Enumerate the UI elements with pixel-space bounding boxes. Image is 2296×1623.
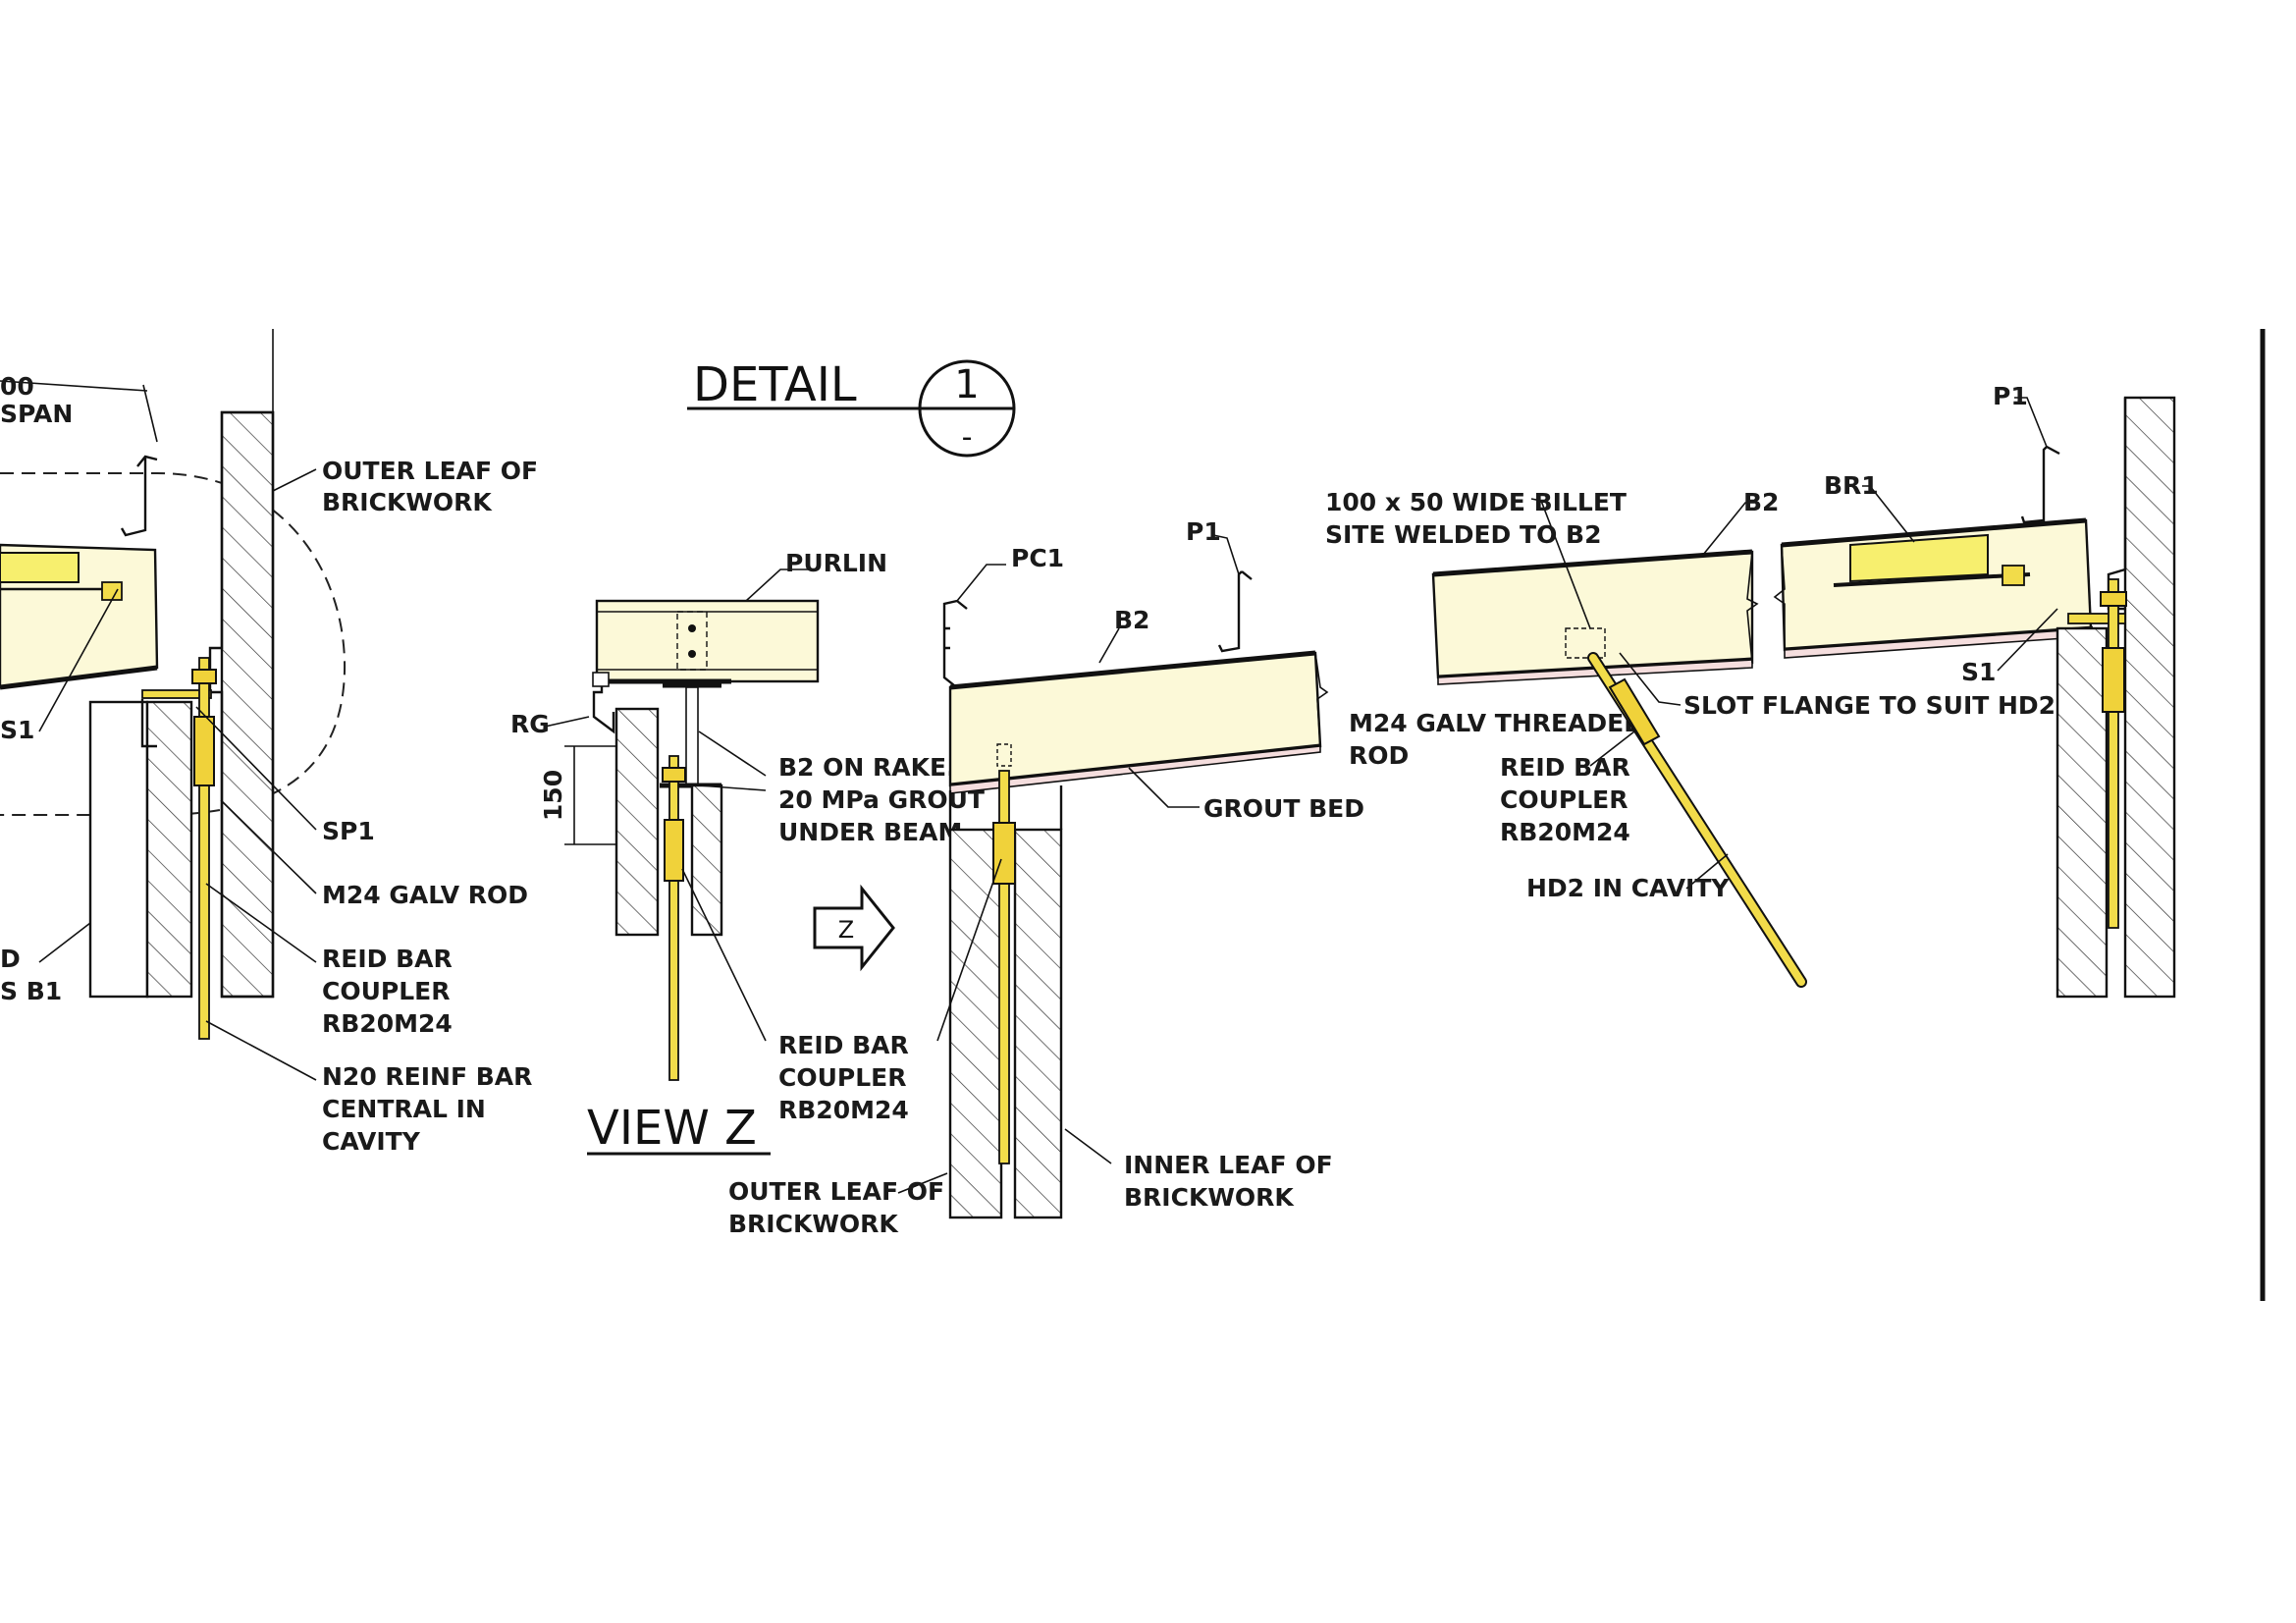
right-p1-label: P1: [1993, 382, 2028, 410]
coupler-label-3: RB20M24: [322, 1009, 453, 1038]
br1-label: BR1: [1824, 471, 1879, 500]
view-z-arrow: [813, 884, 895, 972]
d-label: D: [0, 945, 21, 973]
outer-leaf-label-1: OUTER LEAF OF: [322, 457, 538, 485]
slot-flange-label: SLOT FLANGE TO SUIT HD2: [1683, 691, 2056, 720]
viewz-coupler-label-1: REID BAR: [778, 1031, 909, 1059]
p1-label: P1: [1186, 517, 1221, 546]
viewz-coupler-label-2: COUPLER: [778, 1063, 906, 1092]
right-section-detail: 100 x 50 WIDE BILLET SITE WELDED TO B2 B…: [1325, 382, 2176, 999]
b2-rake-label-1: B2 ON RAKE.: [778, 753, 956, 782]
pc1-label: PC1: [1011, 544, 1064, 572]
right-coupler-label-2: COUPLER: [1500, 785, 1628, 814]
s1-label: S1: [0, 716, 34, 744]
viewz-coupler-label-3: RB20M24: [778, 1096, 909, 1124]
reinf-label-3: CAVITY: [322, 1127, 421, 1156]
right-coupler-label-3: RB20M24: [1500, 818, 1630, 846]
threaded-rod-label-2: ROD: [1349, 741, 1409, 770]
right-coupler-label-1: REID BAR: [1500, 753, 1630, 782]
sb1-label: S B1: [0, 977, 62, 1005]
middle-section-detail: PC1 P1 B2 GROUT BED M24 GALV THREADED RO…: [728, 517, 1644, 1238]
billet-label-1: 100 x 50 WIDE BILLET: [1325, 488, 1627, 516]
b2-label: B2: [1114, 606, 1149, 634]
view-z-title: VIEW Z: [587, 1101, 757, 1156]
inner-leaf-label-2: BRICKWORK: [1124, 1183, 1295, 1212]
view-z-arrow-letter: Z: [838, 916, 854, 944]
left-partial-detail: 00 SPAN OUTER LEAF OF BRICKWORK S1 SP1 M…: [0, 329, 538, 1156]
threaded-rod-label-1: M24 GALV THREADED: [1349, 709, 1644, 737]
b2-rake-label-3: UNDER BEAM: [778, 818, 962, 846]
grout-bed-label: GROUT BED: [1203, 794, 1364, 823]
detail-title-block: DETAIL 1 -: [687, 357, 1016, 458]
detail-title: DETAIL: [693, 357, 857, 412]
hd2-label: HD2 IN CAVITY: [1526, 874, 1730, 902]
billet-label-2: SITE WELDED TO B2: [1325, 520, 1601, 549]
detail-number: 1: [954, 362, 979, 407]
sp1-label: SP1: [322, 817, 375, 845]
outer-leaf-label-2: BRICKWORK: [322, 488, 493, 516]
purlin-label: PURLIN: [785, 549, 887, 577]
span-label: SPAN: [0, 400, 73, 428]
coupler-label-1: REID BAR: [322, 945, 453, 973]
inner-leaf-label-1: INNER LEAF OF: [1124, 1151, 1333, 1179]
right-b2-label: B2: [1743, 488, 1779, 516]
reinf-label-1: N20 REINF BAR: [322, 1062, 532, 1091]
dim-text: 00: [0, 372, 34, 401]
dim-150: 150: [539, 770, 567, 821]
coupler-label-2: COUPLER: [322, 977, 450, 1005]
detail-sheet: -: [962, 420, 973, 455]
view-z-detail: 150 PURLIN RG B2 ON RAKE. 20 MPa GROUT U…: [510, 549, 985, 1156]
rg-label: RG: [510, 710, 550, 738]
reinf-label-2: CENTRAL IN: [322, 1095, 486, 1123]
outer-leaf-mid-label-2: BRICKWORK: [728, 1210, 899, 1238]
right-s1-label: S1: [1961, 658, 1996, 686]
outer-leaf-mid-label-1: OUTER LEAF OF: [728, 1177, 944, 1206]
rod-label: M24 GALV ROD: [322, 881, 528, 909]
